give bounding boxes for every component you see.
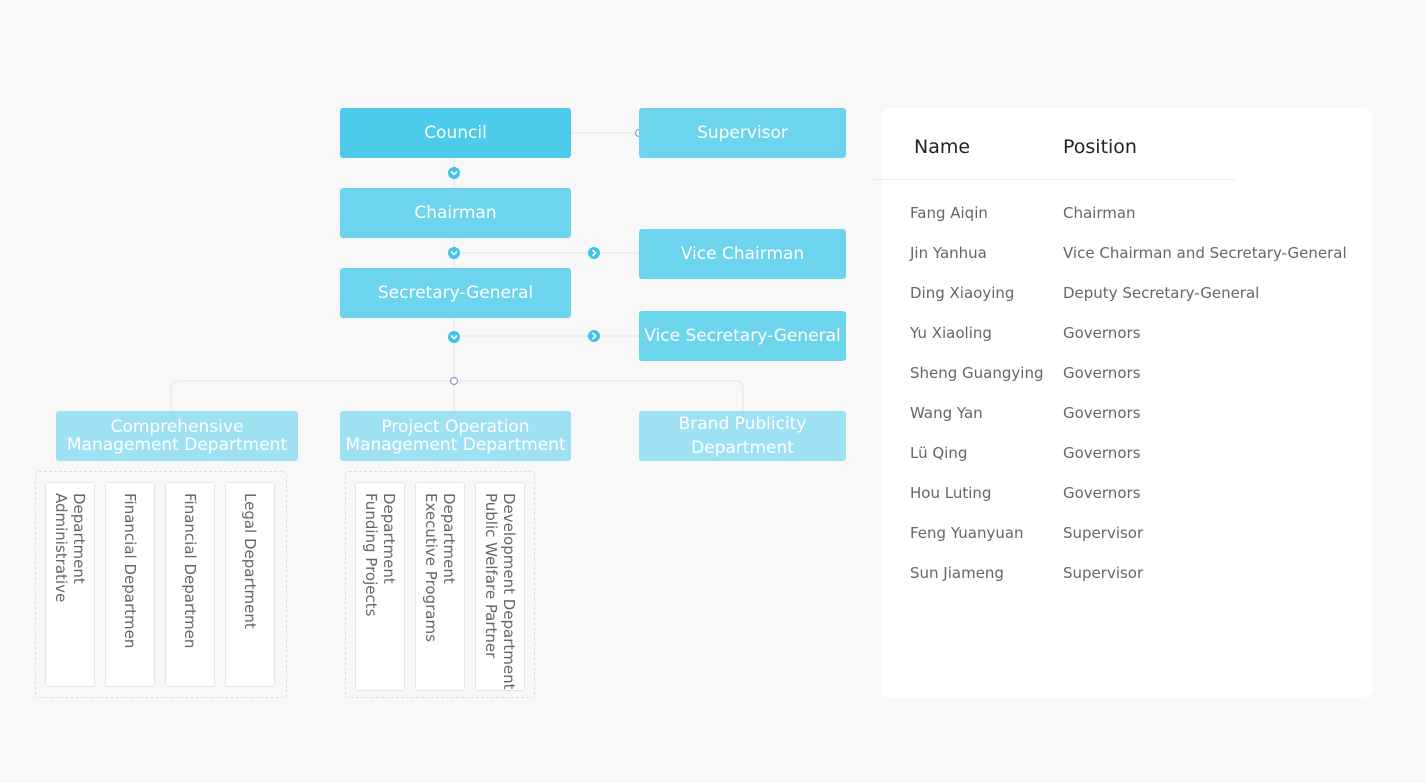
member-name: Sun Jiameng <box>910 564 1004 582</box>
sub-unit-label: Department Administrative <box>52 493 88 602</box>
sub-unit-label: Development Department Public Welfare Pa… <box>482 493 518 690</box>
member-name: Jin Yanhua <box>910 244 987 262</box>
member-position: Governors <box>1063 324 1141 342</box>
sub-unit-label-line: Legal Department <box>241 493 259 629</box>
sub-unit-label-line: Public Welfare Partner <box>482 493 500 659</box>
department-label-line: Management Department <box>66 435 288 455</box>
vice-chairman-node[interactable]: Vice Chairman <box>639 229 846 279</box>
sub-unit-label-line: Funding Projects <box>362 493 380 617</box>
table-row[interactable]: Sheng Guangying Governors <box>881 364 1372 388</box>
member-name: Fang Aiqin <box>910 204 988 222</box>
vice-secretary-general-node[interactable]: Vice Secretary-General <box>639 311 846 361</box>
supervisor-label: Supervisor <box>697 123 788 143</box>
member-name: Yu Xiaoling <box>910 324 992 342</box>
sub-unit-financial-department[interactable]: Financial Departmen <box>105 482 155 687</box>
brand-publicity-department-node[interactable]: Brand Publicity Department <box>639 411 846 461</box>
vice-secretary-general-label: Vice Secretary-General <box>644 326 841 346</box>
chevron-down-icon[interactable] <box>448 331 460 343</box>
department-branch-connector <box>170 380 744 411</box>
council-label: Council <box>424 123 487 143</box>
sub-unit-label-line: Administrative <box>52 493 70 603</box>
member-name: Feng Yuanyuan <box>910 524 1024 542</box>
sub-unit-legal-department[interactable]: Legal Department <box>225 482 275 687</box>
sub-unit-label: Department Funding Projects <box>362 493 398 616</box>
sub-unit-funding-projects-department[interactable]: Department Funding Projects <box>355 482 405 691</box>
table-row[interactable]: Yu Xiaoling Governors <box>881 324 1372 348</box>
member-position: Vice Chairman and Secretary-General <box>1063 244 1347 262</box>
supervisor-node[interactable]: Supervisor <box>639 108 846 158</box>
member-name: Wang Yan <box>910 404 983 422</box>
member-name: Hou Luting <box>910 484 992 502</box>
comprehensive-management-department-node[interactable]: Comprehensive Management Department <box>56 411 298 461</box>
member-name: Lü Qing <box>910 444 968 462</box>
table-row[interactable]: Sun Jiameng Supervisor <box>881 564 1372 588</box>
department-label-line: Project Operation <box>381 417 530 437</box>
chairman-label: Chairman <box>414 203 497 223</box>
member-position: Supervisor <box>1063 524 1144 542</box>
sub-unit-label: Financial Departmen <box>181 493 199 648</box>
department-label-line: Management Department <box>345 435 566 455</box>
sub-unit-label-line: Financial Departmen <box>121 493 139 649</box>
table-row[interactable]: Fang Aiqin Chairman <box>881 204 1372 228</box>
member-name: Sheng Guangying <box>910 364 1044 382</box>
chevron-right-icon[interactable] <box>588 247 600 259</box>
vice-chairman-label: Vice Chairman <box>680 244 805 264</box>
member-position: Governors <box>1063 364 1141 382</box>
member-position: Governors <box>1063 444 1141 462</box>
member-position: Governors <box>1063 484 1141 502</box>
sub-unit-financial-department[interactable]: Financial Departmen <box>165 482 215 687</box>
chevron-down-icon[interactable] <box>448 167 460 179</box>
sub-unit-label-line: Department <box>440 493 458 584</box>
sub-unit-label: Financial Departmen <box>121 493 139 648</box>
sub-unit-label: Department Executive Programs <box>422 493 458 642</box>
name-column-header: Name <box>914 136 971 158</box>
sub-unit-label-line: Development Department <box>500 493 518 690</box>
chairman-node[interactable]: Chairman <box>340 188 571 238</box>
sub-unit-administrative-department[interactable]: Department Administrative <box>45 482 95 687</box>
member-position: Chairman <box>1063 204 1136 222</box>
member-position: Governors <box>1063 404 1141 422</box>
council-node[interactable]: Council <box>340 108 571 158</box>
comprehensive-sub-units-group: Department Administrative Financial Depa… <box>35 471 287 698</box>
department-label-line: Comprehensive <box>110 417 244 437</box>
table-row[interactable]: Wang Yan Governors <box>881 404 1372 428</box>
secretary-general-label: Secretary-General <box>377 283 534 303</box>
header-divider <box>872 179 1236 180</box>
chevron-right-icon[interactable] <box>588 330 600 342</box>
project-operation-sub-units-group: Department Funding Projects Department E… <box>345 471 535 698</box>
table-row[interactable]: Feng Yuanyuan Supervisor <box>881 524 1372 548</box>
project-operation-management-department-node[interactable]: Project Operation Management Department <box>340 411 571 461</box>
connector-ring-icon <box>449 376 459 386</box>
secretary-general-node[interactable]: Secretary-General <box>340 268 571 318</box>
department-label-line: Department <box>691 438 794 458</box>
member-name: Ding Xiaoying <box>910 284 1015 302</box>
sub-unit-label-line: Financial Departmen <box>181 493 199 649</box>
table-row[interactable]: Lü Qing Governors <box>881 444 1372 468</box>
sub-unit-label: Legal Department <box>241 493 259 629</box>
member-position: Supervisor <box>1063 564 1144 582</box>
sub-unit-label-line: Executive Programs <box>422 493 440 642</box>
sub-unit-public-welfare-partner-development-department[interactable]: Development Department Public Welfare Pa… <box>475 482 525 691</box>
table-row[interactable]: Hou Luting Governors <box>881 484 1372 508</box>
department-label-line: Brand Publicity <box>678 414 807 434</box>
sub-unit-label-line: Department <box>70 493 88 584</box>
chevron-down-icon[interactable] <box>448 247 460 259</box>
table-row[interactable]: Jin Yanhua Vice Chairman and Secretary-Ge… <box>881 244 1372 268</box>
sub-unit-executive-programs-department[interactable]: Department Executive Programs <box>415 482 465 691</box>
sub-unit-label-line: Department <box>380 493 398 584</box>
table-row[interactable]: Ding Xiaoying Deputy Secretary-General <box>881 284 1372 308</box>
position-column-header: Position <box>1063 136 1137 158</box>
member-position: Deputy Secretary-General <box>1063 284 1260 302</box>
